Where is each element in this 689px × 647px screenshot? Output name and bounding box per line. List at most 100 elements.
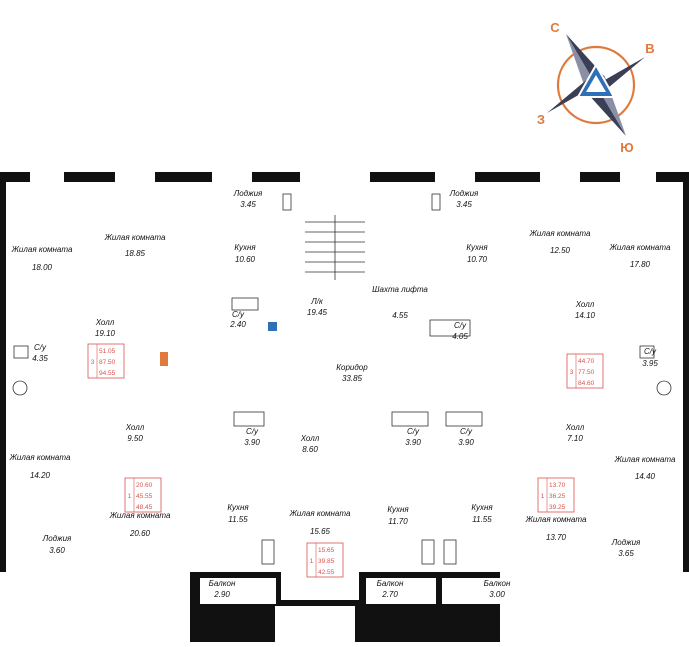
apartment-total-area: 87.50 bbox=[99, 359, 116, 366]
room-area: 19.45 bbox=[307, 308, 328, 317]
room-area: 14.40 bbox=[635, 472, 656, 481]
apartment-boxes: 3 51.05 87.50 94.55 3 44.70 77.50 84.60 … bbox=[87, 343, 604, 578]
room-area: 15.65 bbox=[310, 527, 331, 536]
compass-east-label: В bbox=[645, 41, 654, 56]
room-area: 10.70 bbox=[467, 255, 488, 264]
apartment-total-area: 39.85 bbox=[318, 558, 335, 565]
room-area: 11.55 bbox=[228, 515, 248, 524]
room-name: Л/к bbox=[310, 297, 324, 306]
room-name: Холл bbox=[95, 318, 115, 327]
room-name: Жилая комната bbox=[109, 511, 171, 520]
apartment-living-area: 13.70 bbox=[549, 482, 566, 489]
compass-ring bbox=[556, 45, 636, 125]
apartment-total-with-balcony: 84.60 bbox=[578, 380, 595, 387]
room-name: Кухня bbox=[387, 505, 409, 514]
room-area: 3.45 bbox=[456, 200, 472, 209]
room-area: 19.10 bbox=[95, 329, 116, 338]
apartment-total-with-balcony: 48.45 bbox=[136, 504, 153, 511]
apartment-summary: 1 13.70 36.25 39.25 bbox=[537, 477, 575, 513]
room-name: Лоджия bbox=[42, 534, 72, 543]
room-name: С/у bbox=[34, 343, 47, 352]
room-name: Холл bbox=[575, 300, 595, 309]
room-area: 3.90 bbox=[244, 438, 260, 447]
room-area: 9.50 bbox=[127, 434, 143, 443]
room-shapes bbox=[6, 188, 682, 604]
compass-rose: С В Ю З bbox=[537, 20, 655, 155]
room-area: 3.90 bbox=[458, 438, 474, 447]
room-area: 11.70 bbox=[388, 517, 408, 526]
room-name: Балкон bbox=[377, 579, 404, 588]
room-area: 13.70 bbox=[546, 533, 567, 542]
compass-needle-east bbox=[596, 57, 645, 93]
room-area: 8.60 bbox=[302, 445, 318, 454]
room-name: Холл bbox=[125, 423, 145, 432]
room-labels: Жилая комната 18.00 Жилая комната 18.85 … bbox=[9, 189, 676, 599]
apartment-total-with-balcony: 39.25 bbox=[549, 504, 566, 511]
compass-west-label: З bbox=[537, 112, 545, 127]
room-name: С/у bbox=[454, 321, 467, 330]
apartment-summary: 3 44.70 77.50 84.60 bbox=[566, 353, 604, 389]
room-name: Лоджия bbox=[611, 538, 641, 547]
room-area: 3.90 bbox=[405, 438, 421, 447]
room-area: 3.65 bbox=[618, 549, 634, 558]
room-name: Жилая комната bbox=[104, 233, 166, 242]
apartment-total-area: 45.55 bbox=[136, 493, 153, 500]
room-name: Коридор bbox=[336, 363, 368, 372]
apartment-total-area: 36.25 bbox=[549, 493, 566, 500]
compass-north-label: С bbox=[550, 20, 560, 35]
room-name: Жилая комната bbox=[11, 245, 73, 254]
room-name: Холл bbox=[300, 434, 320, 443]
room-area: 2.70 bbox=[381, 590, 398, 599]
room-name: Балкон bbox=[209, 579, 236, 588]
apartment-total-with-balcony: 42.55 bbox=[318, 569, 335, 576]
room-name: Кухня bbox=[466, 243, 488, 252]
room-area: 3.00 bbox=[489, 590, 505, 599]
room-area: 3.60 bbox=[49, 546, 65, 555]
apartment-total-area: 77.50 bbox=[578, 369, 595, 376]
apartment-summary: 3 51.05 87.50 94.55 bbox=[87, 343, 125, 379]
room-area: 18.85 bbox=[125, 249, 146, 258]
fire-hydrant-icon bbox=[160, 352, 168, 366]
room-area: 18.00 bbox=[32, 263, 53, 272]
room-name: Лоджия bbox=[233, 189, 263, 198]
fixtures bbox=[12, 193, 672, 565]
room-name: Кухня bbox=[234, 243, 256, 252]
apartment-summary: 1 15.65 39.85 42.55 bbox=[306, 542, 344, 578]
room-name: Кухня bbox=[227, 503, 249, 512]
apartment-rooms: 3 bbox=[91, 359, 95, 366]
room-name: Жилая комната bbox=[529, 229, 591, 238]
apartment-summary: 1 20.60 45.55 48.45 bbox=[124, 477, 162, 513]
room-area: 11.55 bbox=[472, 515, 492, 524]
room-area: 3.95 bbox=[642, 359, 658, 368]
room-area: 17.80 bbox=[630, 260, 651, 269]
apartment-rooms: 1 bbox=[310, 558, 314, 565]
room-area: 4.35 bbox=[32, 354, 48, 363]
room-name: С/у bbox=[232, 310, 245, 319]
apartment-rooms: 1 bbox=[541, 493, 545, 500]
room-area: 10.60 bbox=[235, 255, 256, 264]
apartment-living-area: 20.60 bbox=[136, 482, 153, 489]
room-area: 7.10 bbox=[567, 434, 583, 443]
stair-steps-icon bbox=[305, 215, 365, 280]
room-name: Жилая комната bbox=[9, 453, 71, 462]
room-name: Шахта лифта bbox=[372, 285, 428, 294]
apartment-living-area: 51.05 bbox=[99, 348, 116, 355]
room-area: 20.60 bbox=[129, 529, 151, 538]
apartment-total-with-balcony: 94.55 bbox=[99, 370, 116, 377]
room-area: 14.10 bbox=[575, 311, 596, 320]
apartment-living-area: 15.65 bbox=[318, 547, 335, 554]
apartment-living-area: 44.70 bbox=[578, 358, 595, 365]
room-area: 4.55 bbox=[392, 311, 408, 320]
apartment-rooms: 3 bbox=[570, 369, 574, 376]
room-name: Лоджия bbox=[449, 189, 479, 198]
room-area: 2.40 bbox=[229, 320, 246, 329]
room-name: Холл bbox=[565, 423, 585, 432]
room-name: Жилая комната bbox=[525, 515, 587, 524]
room-area: 2.90 bbox=[213, 590, 230, 599]
room-name: С/у bbox=[246, 427, 259, 436]
room-area: 3.45 bbox=[240, 200, 256, 209]
room-name: С/у bbox=[460, 427, 473, 436]
compass-south-label: Ю bbox=[620, 140, 633, 155]
room-area: 12.50 bbox=[550, 246, 571, 255]
